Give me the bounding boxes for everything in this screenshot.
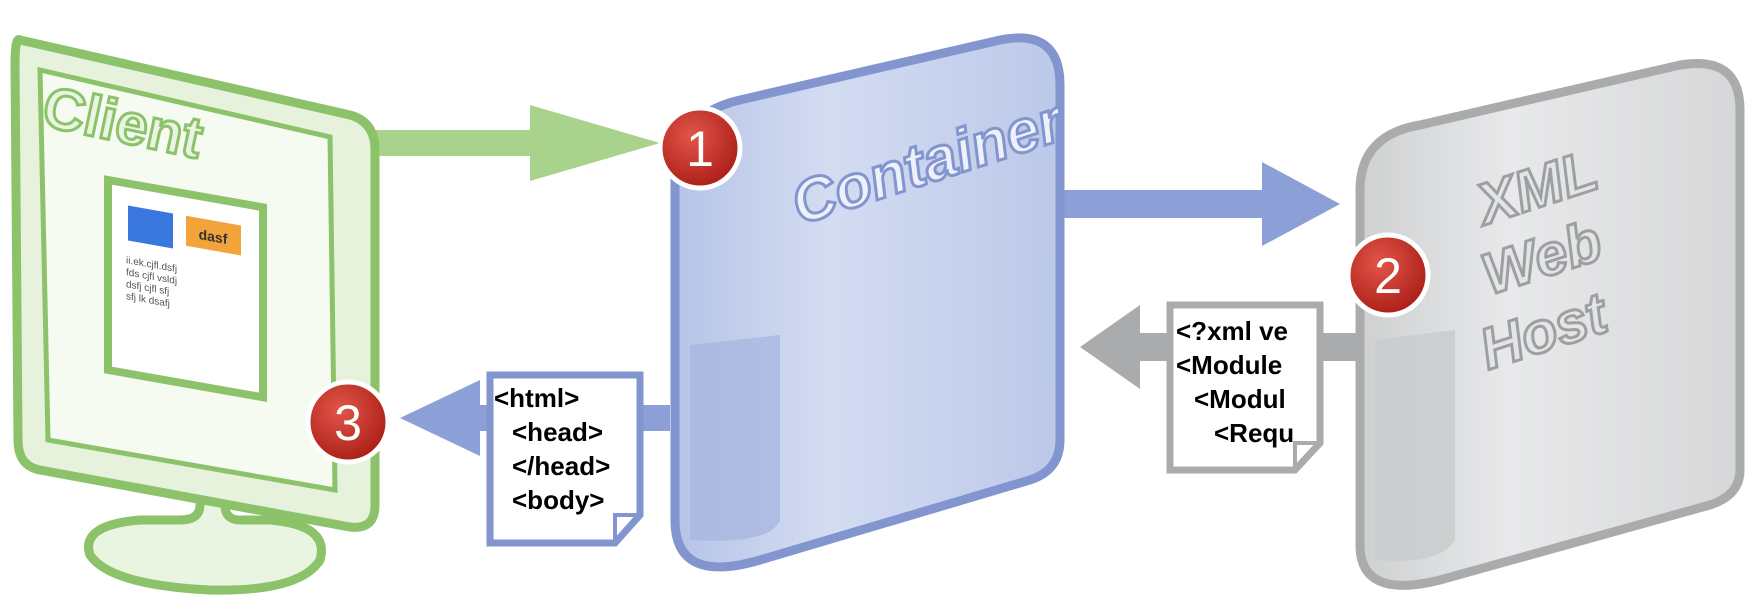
html-line-4: <body>: [512, 485, 604, 515]
html-line-2: <head>: [512, 417, 603, 447]
arrow-container-to-host: [1060, 162, 1340, 246]
html-document: <html> <head> </head> <body>: [486, 371, 644, 547]
xml-line-3: <Modul: [1194, 384, 1286, 414]
screen-button-label: dasf: [199, 226, 228, 247]
xml-line-1: <?xml ve: [1176, 316, 1288, 346]
xml-line-4: <Requ: [1214, 418, 1294, 448]
html-line-1: <html>: [494, 383, 579, 413]
step-3-number: 3: [334, 395, 362, 451]
screen-blue-block: [128, 205, 173, 249]
step-1-badge: 1: [657, 105, 743, 191]
client-monitor: dasf ii.ek.cjfl.dsfj fds cjfl vsldj dsfj…: [10, 35, 380, 595]
xml-document: <?xml ve <Module <Modul <Requ: [1166, 301, 1324, 474]
step-1-number: 1: [686, 121, 714, 177]
screen-window: dasf ii.ek.cjfl.dsfj fds cjfl vsldj dsfj…: [104, 175, 267, 403]
arrow-client-to-container: [335, 105, 660, 181]
step-2-badge: 2: [1345, 232, 1431, 318]
step-2-number: 2: [1374, 248, 1402, 304]
html-line-3: </head>: [512, 451, 610, 481]
container-panel: [690, 335, 780, 541]
container-server: Container: [670, 33, 1075, 572]
step-3-badge: 3: [305, 379, 391, 465]
host-panel: [1375, 330, 1455, 561]
monitor-stand: [84, 465, 326, 595]
xml-line-2: <Module: [1176, 350, 1282, 380]
xml-web-host-server: XML Web Host: [1355, 59, 1745, 590]
screen-button: [186, 215, 241, 256]
